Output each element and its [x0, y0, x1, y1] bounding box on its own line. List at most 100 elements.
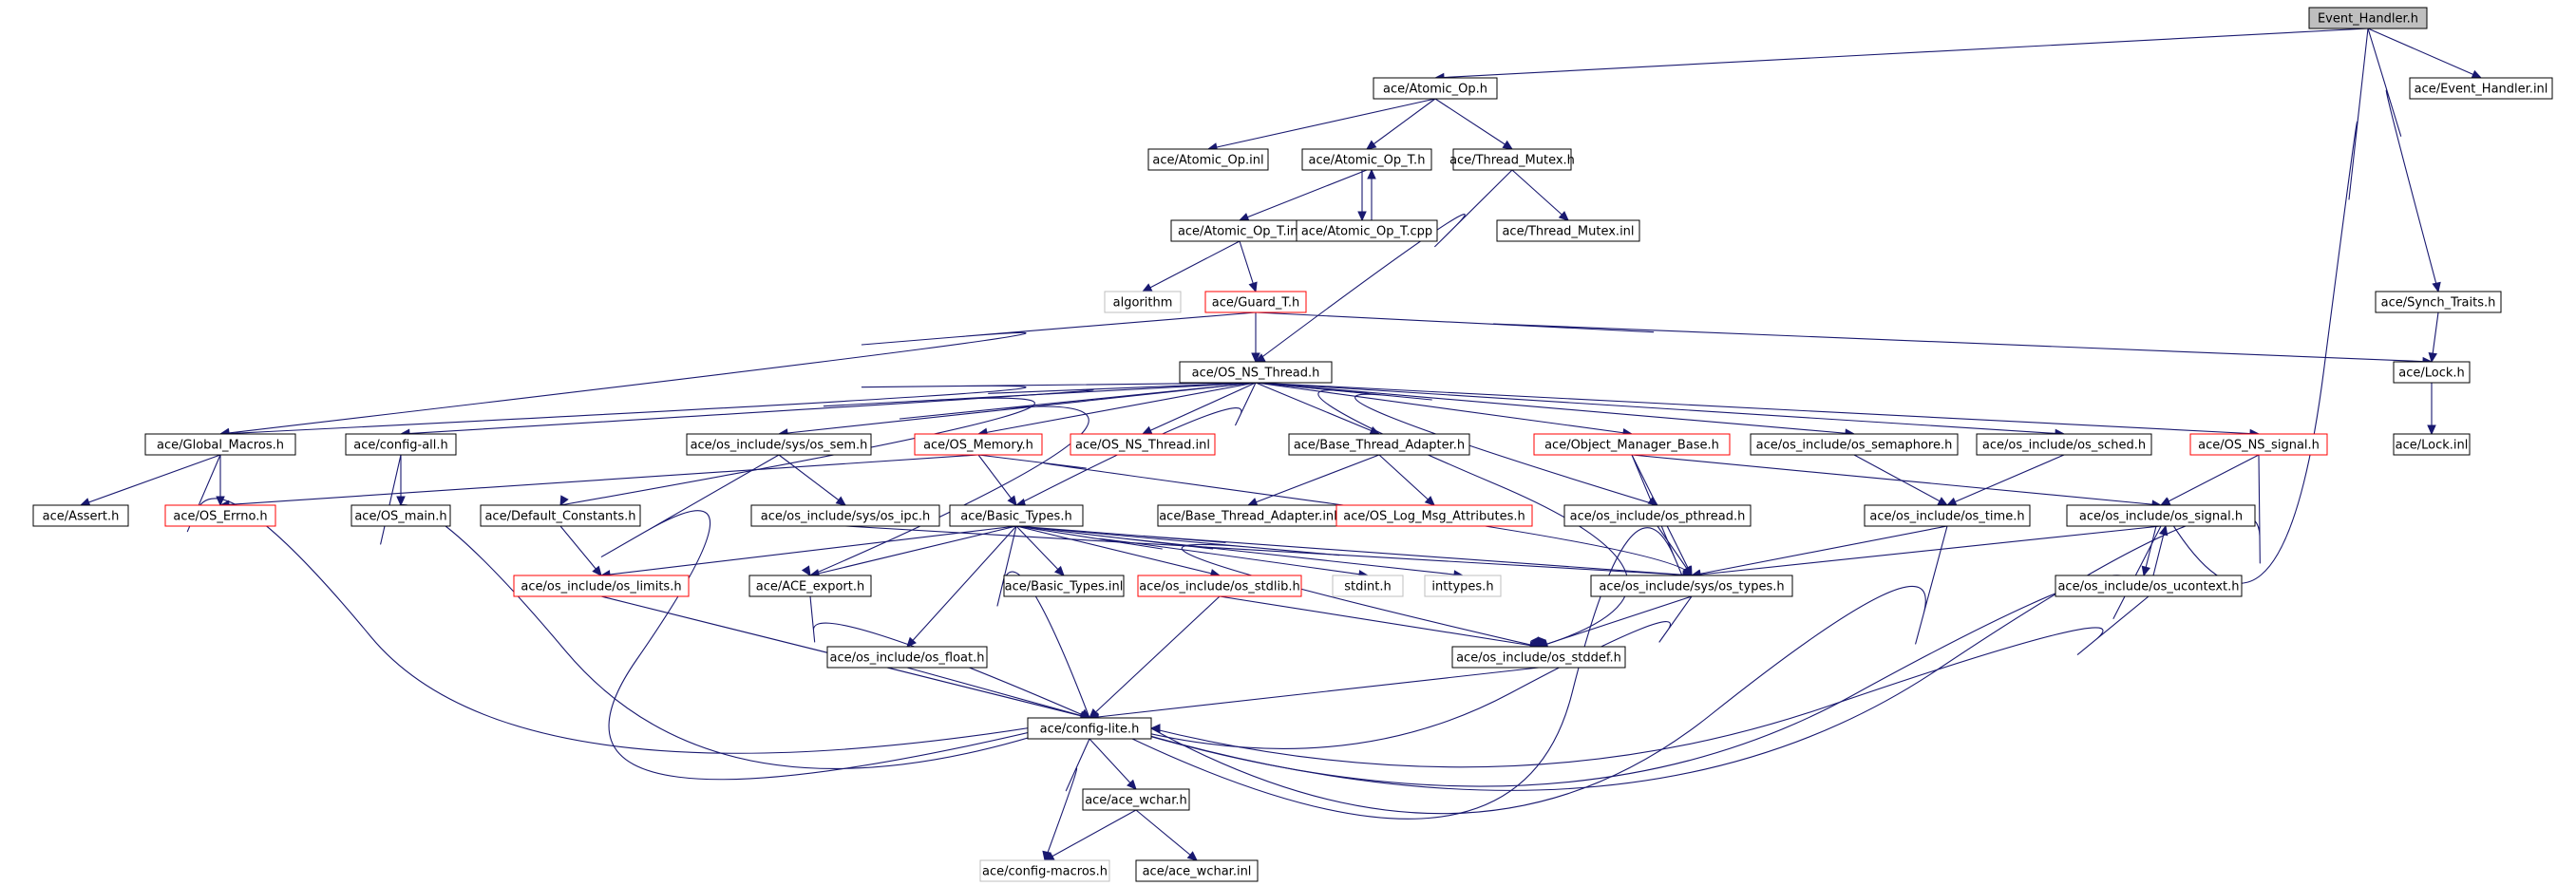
graph-node[interactable]: ace/Lock.h — [2393, 361, 2471, 384]
graph-node[interactable]: ace/Default_Constants.h — [480, 504, 641, 527]
node-box — [1424, 575, 1502, 597]
edge-n28-n36 — [559, 525, 602, 576]
node-box — [1373, 77, 1498, 100]
node-label: ace/ace_wchar.h — [1085, 794, 1187, 808]
graph-node[interactable]: ace/OS_main.h — [350, 504, 451, 527]
node-label: ace/os_include/os_sched.h — [1982, 439, 2146, 453]
graph-node[interactable]: ace/Base_Thread_Adapter.h — [1288, 433, 1470, 456]
graph-node[interactable]: ace/os_include/os_semaphore.h — [1750, 433, 1959, 456]
edge-n34-n42 — [1691, 525, 1948, 576]
graph-node[interactable]: ace/os_include/os_sched.h — [1976, 433, 2152, 456]
graph-node[interactable]: ace/Atomic_Op.inl — [1147, 148, 1269, 171]
graph-node[interactable]: ace/OS_Log_Msg_Attributes.h — [1335, 504, 1533, 527]
graph-node[interactable]: ace/config-lite.h — [1027, 717, 1152, 740]
node-box — [686, 433, 872, 456]
graph-node[interactable]: ace/os_include/sys/os_sem.h — [686, 433, 872, 456]
graph-node[interactable]: ace/config-all.h — [345, 433, 457, 456]
graph-node[interactable]: ace/OS_Memory.h — [914, 433, 1043, 456]
edge-n17-n30 — [977, 454, 1017, 506]
node-box — [949, 504, 1084, 527]
arrowhead-n28-n36 — [592, 565, 602, 576]
graph-node[interactable]: ace/ACE_export.h — [748, 575, 872, 597]
graph-node: inttypes.h — [1424, 575, 1502, 597]
node-label: ace/Atomic_Op.h — [1383, 83, 1487, 97]
node-label: ace/Basic_Types.inl — [1005, 580, 1124, 594]
node-box — [2308, 7, 2428, 29]
edge-n1-n3 — [1207, 98, 1436, 150]
arrowhead-n30-n38 — [1053, 565, 1065, 576]
graph-node[interactable]: ace/Basic_Types.h — [949, 504, 1084, 527]
graph-node[interactable]: ace/OS_Errno.h — [164, 504, 276, 527]
graph-node[interactable]: ace/Event_Handler.inl — [2409, 77, 2553, 100]
arrowhead-n16-n29 — [835, 496, 846, 506]
node-label: ace/Atomic_Op_T.h — [1309, 154, 1426, 168]
graph-node[interactable]: ace/OS_NS_Thread.inl — [1070, 433, 1216, 456]
node-box — [979, 859, 1110, 882]
graph-node[interactable]: ace/OS_NS_Thread.h — [1179, 361, 1333, 384]
edge-n1-n4 — [1366, 98, 1436, 150]
node-box — [1750, 433, 1959, 456]
graph-node[interactable]: ace/Object_Manager_Base.h — [1533, 433, 1731, 456]
node-label: ace/OS_main.h — [354, 510, 446, 524]
graph-node[interactable]: Event_Handler.h — [2308, 7, 2428, 29]
graph-node[interactable]: ace/Atomic_Op_T.inl — [1170, 219, 1309, 242]
graph-node[interactable]: ace/ace_wchar.inl — [1135, 859, 1259, 882]
node-box — [1288, 433, 1470, 456]
graph-node[interactable]: ace/ace_wchar.h — [1082, 788, 1190, 811]
graph-node[interactable]: ace/os_include/os_signal.h — [2066, 504, 2256, 527]
edge-n6-n9 — [1142, 240, 1241, 292]
graph-node[interactable]: ace/Base_Thread_Adapter.inl — [1157, 504, 1339, 527]
graph-node[interactable]: ace/os_include/sys/os_ipc.h — [750, 504, 940, 527]
edge-n16-n46 — [600, 454, 1090, 781]
graph-node[interactable]: ace/os_include/sys/os_types.h — [1590, 575, 1793, 597]
edge-n0-n11 — [2367, 28, 2439, 292]
edge-n47-n48 — [1044, 809, 1137, 861]
arrowhead-n46-n47 — [1127, 779, 1137, 790]
graph-node[interactable]: ace/Atomic_Op_T.h — [1301, 148, 1432, 171]
arrowhead-n10-n12 — [1251, 352, 1260, 364]
node-label: ace/os_include/sys/os_sem.h — [691, 439, 868, 453]
node-box — [2409, 77, 2553, 100]
edge-n12-n20 — [1255, 382, 1633, 435]
node-box — [513, 575, 690, 597]
arrowhead-n4-n7 — [1357, 211, 1367, 222]
node-label: ace/Event_Handler.inl — [2415, 83, 2548, 97]
node-label: ace/os_include/os_stdlib.h — [1139, 580, 1299, 594]
graph-node[interactable]: ace/os_include/os_ucontext.h — [2055, 575, 2243, 597]
graph-node[interactable]: ace/Atomic_Op.h — [1373, 77, 1498, 100]
graph-node[interactable]: ace/os_include/os_float.h — [826, 646, 988, 669]
edge-n23-n35 — [2160, 454, 2260, 506]
arrowhead-n23-n35 — [2159, 497, 2171, 506]
arrowhead-n30-n45 — [1530, 636, 1540, 649]
graph-node[interactable]: ace/Assert.h — [32, 504, 129, 527]
graph-node[interactable]: ace/Thread_Mutex.inl — [1496, 219, 1640, 242]
node-box — [2375, 291, 2502, 313]
edge-n30-n40 — [1015, 525, 1369, 576]
graph-node[interactable]: ace/os_include/os_pthread.h — [1563, 504, 1752, 527]
arrowhead-n6-n9 — [1141, 283, 1153, 292]
edge-n15-n46 — [380, 454, 1090, 769]
node-box — [32, 504, 129, 527]
graph-node[interactable]: ace/Synch_Traits.h — [2375, 291, 2502, 313]
node-box — [748, 575, 872, 597]
edge-n23-n46 — [1089, 454, 2261, 791]
graph-node[interactable]: ace/Basic_Types.inl — [1003, 575, 1125, 597]
graph-node[interactable]: ace/os_include/os_limits.h — [513, 575, 690, 597]
arrowhead-n33-n42 — [1682, 565, 1693, 577]
graph-node[interactable]: ace/Atomic_Op_T.cpp — [1296, 219, 1438, 242]
graph-node[interactable]: ace/os_include/os_time.h — [1864, 504, 2031, 527]
graph-node[interactable]: ace/Thread_Mutex.h — [1449, 148, 1575, 171]
edge-n30-n39 — [1015, 525, 1221, 576]
graph-node[interactable]: ace/Guard_T.h — [1204, 291, 1307, 313]
graph-node[interactable]: ace/Global_Macros.h — [144, 433, 296, 456]
graph-node[interactable]: ace/os_include/os_stddef.h — [1451, 646, 1626, 669]
node-box — [1301, 148, 1432, 171]
graph-node[interactable]: ace/OS_NS_signal.h — [2189, 433, 2328, 456]
node-label: ace/Object_Manager_Base.h — [1544, 439, 1719, 453]
node-label: stdint.h — [1344, 580, 1391, 594]
node-box — [1563, 504, 1752, 527]
graph-node[interactable]: ace/Lock.inl — [2393, 433, 2471, 456]
graph-node[interactable]: ace/os_include/os_stdlib.h — [1137, 575, 1302, 597]
arrowhead-n15-n27 — [396, 496, 406, 507]
edge-n12-n22 — [1255, 382, 2065, 435]
